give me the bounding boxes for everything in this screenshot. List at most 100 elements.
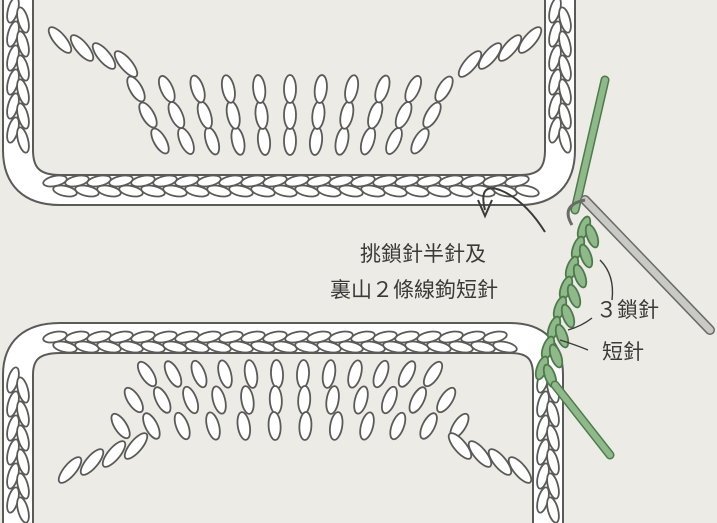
side-stitch [497,34,523,62]
cluster-stitch [254,100,269,130]
chain-stitch [140,184,166,198]
chain-stitch [96,340,122,354]
cluster-stitch [321,359,337,389]
green-chain-stitch [578,243,594,269]
stitch-post [558,78,572,106]
green-chain-stitches [534,215,600,389]
green-chain-stitch [584,223,600,249]
chain-stitch [448,340,474,354]
cluster-stitch [236,411,252,441]
stitch-post [16,376,30,404]
cluster-stitch [367,100,384,130]
chain-stitch [338,340,364,354]
top-center-stitch-cluster [47,26,543,156]
cluster-stitch [296,359,310,389]
cluster-stitch [353,385,369,415]
cluster-stitch [374,74,391,104]
instruction-label-line2: 裏山２條線鉤短針 [330,278,498,302]
cluster-stitch [152,386,172,414]
side-stitch [79,448,105,476]
cluster-stitch [163,360,183,388]
stitch-post [16,6,30,34]
cluster-stitch [372,359,390,389]
top-granny-square-motif [2,0,576,206]
chain-stitch [74,184,100,198]
chain-stitch [52,340,78,354]
chain-stitch [118,184,144,198]
cluster-stitch [283,100,297,130]
chain-stitch [140,340,166,354]
chain-stitch [228,340,254,354]
cluster-stitch [397,360,417,388]
cluster-stitch [243,359,259,389]
stitch-post [16,448,30,476]
stitch-post [16,78,30,106]
bottom-chain-row [42,330,518,354]
cluster-stitch [205,411,221,441]
bottom-granny-square-motif [2,322,564,523]
cluster-stitch [196,100,213,130]
cluster-stitch [220,74,236,104]
joining-yarn-and-hook [534,75,715,460]
green-chain-stitch [560,303,576,329]
stitch-post [546,424,560,452]
cluster-stitch [167,101,186,129]
cluster-stitch [203,126,221,156]
green-chain-stitch [572,263,588,289]
cluster-stitch [283,74,297,104]
instruction-label-line1: 挑鎖針半針及 [360,242,486,266]
cluster-stitch [173,411,191,441]
cluster-stitch [126,75,146,103]
cluster-stitch [138,101,158,129]
side-stitch [487,448,513,476]
cluster-stitch [394,101,413,129]
chain-stitch [162,340,188,354]
cluster-stitch [311,100,326,130]
chain-stitch [470,340,496,354]
cluster-stitch [190,359,208,389]
cluster-stitch [297,385,312,415]
cluster-stitch [347,359,363,389]
chain-stitch [250,184,276,198]
stitch-post [546,472,560,500]
cluster-stitch [177,127,195,155]
single-crochet-label: 短針 [602,340,644,364]
chain-stitch [382,184,408,198]
stitch-post [16,102,30,130]
cluster-stitch [359,126,377,156]
chain-stitch [360,340,386,354]
cluster-stitch [256,126,272,156]
chain-stitch [118,340,144,354]
chain-stitch [184,184,210,198]
cluster-stitch [150,127,170,155]
cluster-stitch [240,385,255,415]
chain-stitch [426,184,452,198]
cluster-stitch [123,386,144,414]
bottom-center-stitch-cluster [57,359,533,484]
stitch-post [546,448,560,476]
chain-stitch [382,340,408,354]
cluster-stitch [328,411,344,441]
green-chain-stitch [566,283,582,309]
stitch-post [16,472,30,500]
cluster-stitch [359,411,375,441]
cluster-stitch [404,75,423,103]
side-stitch [69,34,95,62]
chain-stitch [492,340,518,354]
chain-stitch [294,340,320,354]
cluster-stitch [267,411,282,441]
chain-stitch [162,184,188,198]
cluster-stitch [283,126,297,156]
cluster-stitch [408,386,428,414]
green-chain-stitch [548,343,564,369]
stitch-post [16,400,30,428]
side-stitch [447,432,473,460]
top-right-stitch-column [548,0,572,154]
cluster-stitch [182,385,200,415]
cluster-stitch [422,360,444,388]
hook-tip [566,198,586,226]
cluster-stitch [410,127,430,155]
chain-stitch [228,184,254,198]
cluster-stitch [189,74,206,104]
chain-stitch [184,340,210,354]
